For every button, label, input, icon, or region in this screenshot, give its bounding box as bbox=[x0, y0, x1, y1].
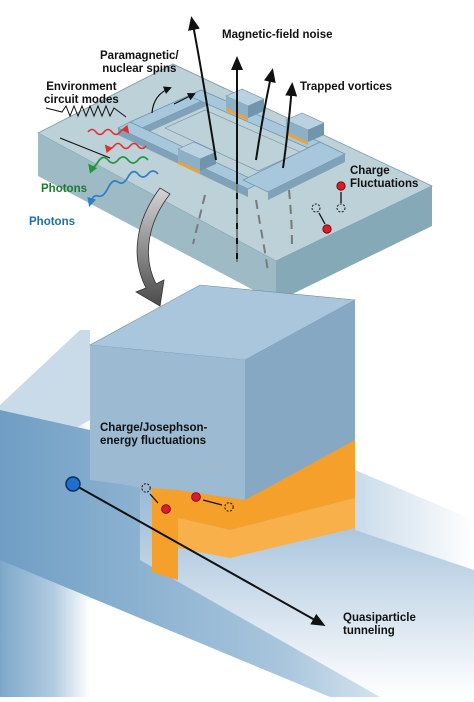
jj-ghost-1 bbox=[141, 483, 151, 493]
field-line-left bbox=[188, 16, 217, 161]
paramagnetic-label: Paramagnetic/ nuclear spins bbox=[100, 50, 179, 76]
junction-blocks bbox=[177, 88, 325, 174]
green-photon bbox=[88, 156, 149, 174]
environment-label: Environment circuit modes bbox=[44, 81, 119, 107]
top-electrode-block bbox=[88, 284, 357, 500]
jj-electron-1 bbox=[161, 504, 171, 514]
junction-orange-b bbox=[286, 132, 308, 145]
environment-label-line2: circuit modes bbox=[44, 94, 119, 106]
quasiparticle-label-line2: tunneling bbox=[343, 625, 395, 637]
environment-line bbox=[59, 137, 111, 159]
jj-hop-1 bbox=[149, 493, 159, 504]
quasiparticle-label-line1: Quasiparticle bbox=[343, 612, 416, 624]
magnetic-field-lines bbox=[188, 16, 298, 262]
quasiparticle-label: Quasiparticle tunneling bbox=[343, 612, 416, 638]
quasiparticle-path bbox=[65, 476, 326, 626]
substrate-slab bbox=[37, 63, 433, 302]
trapped-vortices-label: Trapped vortices bbox=[300, 81, 393, 93]
environment-label-line1: Environment bbox=[46, 81, 117, 93]
spin-arrows bbox=[151, 86, 196, 114]
block-right-face bbox=[245, 300, 355, 500]
trapped-vortex-line bbox=[282, 82, 298, 169]
paramagnetic-label-line1: Paramagnetic/ bbox=[100, 50, 179, 62]
josephson-electrons bbox=[141, 483, 234, 514]
photons-blue-label: Photons bbox=[29, 216, 75, 228]
substrate-left-face bbox=[38, 133, 276, 302]
quasiparticle-arrow bbox=[72, 483, 326, 626]
magnetic-noise-label: Magnetic-field noise bbox=[222, 29, 333, 41]
electron-2 bbox=[322, 224, 332, 234]
electron-1 bbox=[336, 181, 346, 191]
josephson-label-line2: energy fluctuations bbox=[100, 435, 207, 447]
jj-hop-2 bbox=[202, 499, 223, 506]
junction-orange-c bbox=[178, 161, 200, 174]
electron-ghost-1 bbox=[336, 203, 346, 213]
field-lines-dashed bbox=[192, 184, 293, 273]
paramagnetic-label-line2: nuclear spins bbox=[102, 63, 177, 75]
environment-mode-wiggle bbox=[45, 104, 127, 118]
zoom-arrow bbox=[135, 187, 171, 307]
quasiparticle bbox=[65, 476, 81, 492]
electron-hop-2 bbox=[318, 212, 326, 225]
charge-label-line2: Fluctuations bbox=[350, 178, 419, 190]
charge-fluctuation-electrons bbox=[311, 181, 346, 234]
field-line-right bbox=[255, 68, 276, 161]
jj-ghost-2 bbox=[224, 502, 234, 512]
block-front-face bbox=[90, 345, 245, 470]
charge-fluctuations-label: Charge Fluctuations bbox=[350, 165, 418, 191]
jj-electron-2 bbox=[191, 492, 201, 502]
red-photon-pair bbox=[87, 124, 147, 154]
josephson-label: Charge/Josephson- energy fluctuations bbox=[100, 422, 207, 448]
josephson-label-line1: Charge/Josephson- bbox=[100, 422, 208, 434]
photons-green-label: Photons bbox=[41, 183, 87, 195]
charge-label-line1: Charge bbox=[350, 165, 390, 177]
blue-photon bbox=[87, 170, 159, 207]
electron-ghost-2 bbox=[311, 203, 321, 213]
substrate-right-face bbox=[276, 186, 432, 302]
